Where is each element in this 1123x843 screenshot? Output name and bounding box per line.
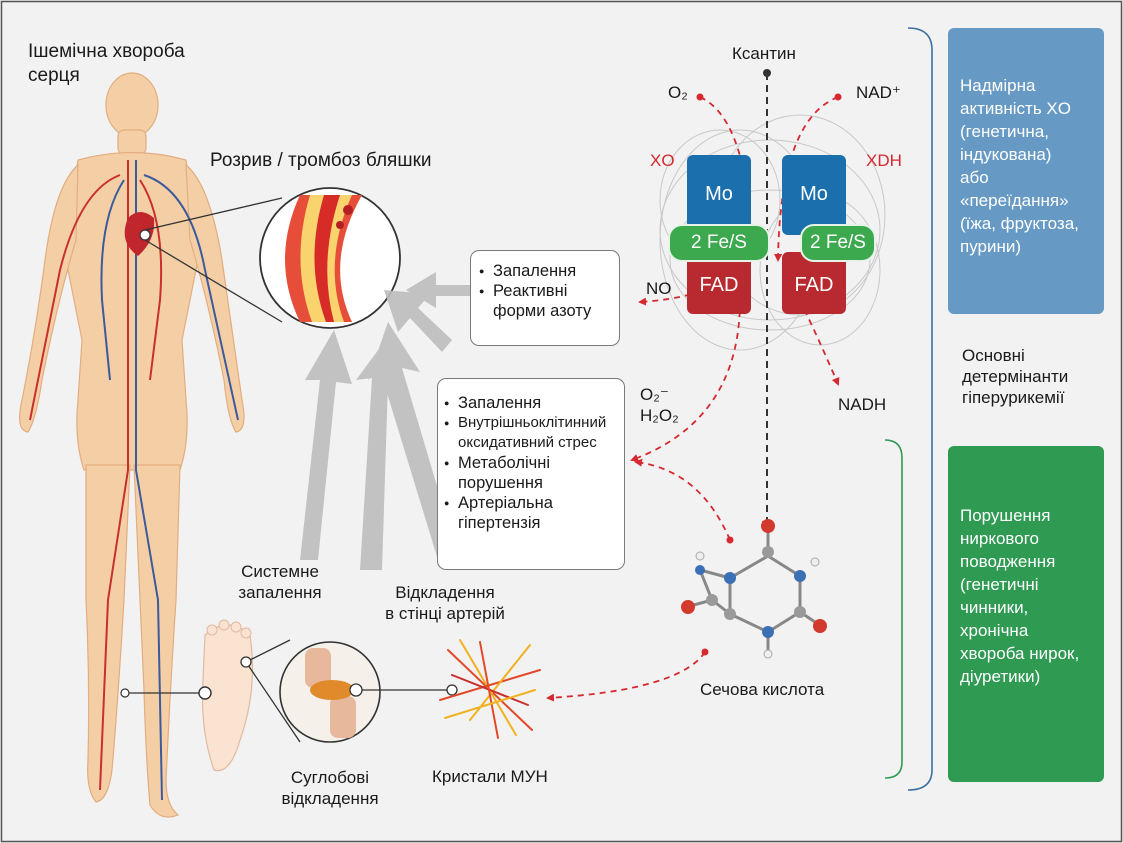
no-label: NO [646,279,672,298]
nadh-label: NADH [838,395,887,414]
uric-acid-molecule [689,530,819,650]
blue-bracket [907,27,933,791]
plaque-icon [259,187,401,329]
renal-handling-panel: Порушення ниркового поводження (генетичн… [948,446,1104,782]
box1-item: Реактивні форми азоту [479,281,611,321]
fad-left-label: FAD [699,274,739,296]
box2-item: Метаболічні порушення [444,453,618,493]
grey-arrows [300,272,470,570]
blood-vessels [29,160,239,801]
fes-left-label: 2 Fe/S [691,232,747,253]
plaque-label: Розрив / тромбоз бляшки [210,150,432,171]
effects-box-2: Запалення Внутрішньоклітинний оксидативн… [437,378,625,570]
mo-block-right: Mo [782,155,846,235]
fes-block-right: 2 Fe/S [800,224,876,262]
xo-activity-panel: Надмірна активність XO (генетична, індук… [948,28,1104,314]
fad-block-left: FAD [687,252,751,314]
foot-icon [201,619,254,772]
xo-label: XO [650,151,675,170]
box2-item: Запалення [444,393,618,413]
uric-acid-label: Сечова кислота [700,680,825,699]
box2-item: Артеріальна гіпертензія [444,493,618,533]
fes-block-left: 2 Fe/S [668,224,770,262]
joint-label: Суглобові відкладення [281,768,379,808]
box1-item: Запалення [479,261,611,281]
effects-box-1: Запалення Реактивні форми азоту [470,250,620,346]
fad-right-label: FAD [794,274,834,296]
molecule-atoms [681,519,827,659]
systemic-label: Системне запалення [238,562,322,602]
deposits-artery-label: Відкладення в стінці артерій [385,583,505,623]
determinants-label: Основні детермінанти гіперурикемії [962,346,1069,407]
fes-right-label: 2 Fe/S [810,232,866,253]
green-bracket [884,439,903,779]
fad-block-right: FAD [782,252,846,314]
xanthine-label: Ксантин [732,44,796,63]
nad-label: NAD⁺ [856,83,901,102]
box2-item: Внутрішньоклітинний оксидативний стрес [444,413,618,453]
mo-left-label: Mo [705,183,733,205]
o2-label: O₂ [668,83,688,102]
mo-right-label: Mo [800,183,828,205]
ros-label: O₂⁻ H₂O₂ [640,385,679,425]
crystals-icon [439,639,541,739]
heart-icon [124,212,155,256]
human-body [18,72,245,818]
mo-block-left: Mo [687,155,751,235]
joint-icon [279,641,381,743]
xdh-label: XDH [866,151,902,170]
title-label: Ішемічна хвороба серця [28,41,185,86]
crystals-label: Кристали МУН [432,767,548,786]
